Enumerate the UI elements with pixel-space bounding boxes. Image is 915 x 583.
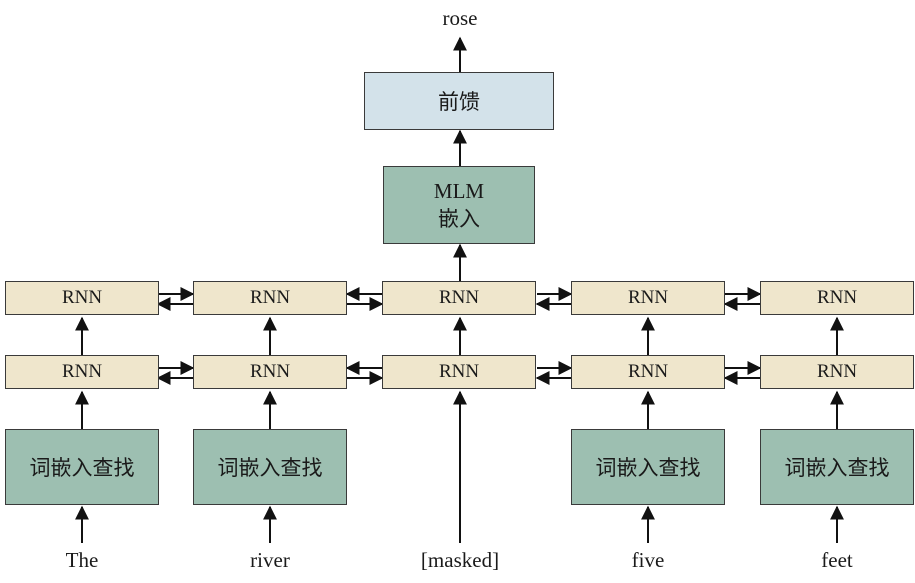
rnn-label: RNN [816,361,858,382]
rnn-label: RNN [249,287,291,308]
rnn-label: RNN [61,287,103,308]
rnn-bottom-3: RNN [382,355,536,389]
rnn-label: RNN [627,287,669,308]
mlm-label-line2: 嵌入 [438,207,480,231]
mlm-label-line1: MLM [433,179,485,203]
input-word-2: river [250,548,290,572]
rnn-label: RNN [438,287,480,308]
input-word-4: five [631,548,665,572]
lookup-2: 词嵌入查找 [193,429,347,505]
rnn-top-3: RNN [382,281,536,315]
rnn-top-2: RNN [193,281,347,315]
rnn-label: RNN [249,361,291,382]
lookup-1: 词嵌入查找 [5,429,159,505]
rnn-label: RNN [61,361,103,382]
mlm-embedding-block: MLM 嵌入 [383,166,535,244]
rnn-bottom-5: RNN [760,355,914,389]
feedforward-label: 前馈 [438,90,480,114]
lookup-label: 词嵌入查找 [29,456,135,480]
lookup-label: 词嵌入查找 [217,456,323,480]
rnn-label: RNN [627,361,669,382]
rnn-bottom-2: RNN [193,355,347,389]
rnn-top-4: RNN [571,281,725,315]
lookup-label: 词嵌入查找 [595,456,701,480]
lookup-4: 词嵌入查找 [571,429,725,505]
feedforward-block: 前馈 [364,72,554,130]
input-word-1: The [65,548,99,572]
rnn-bottom-1: RNN [5,355,159,389]
rnn-top-1: RNN [5,281,159,315]
input-word-5: feet [821,548,853,572]
rnn-bottom-4: RNN [571,355,725,389]
rnn-label: RNN [816,287,858,308]
output-word: rose [442,6,478,30]
rnn-top-5: RNN [760,281,914,315]
input-word-3: [masked] [420,548,500,572]
rnn-label: RNN [438,361,480,382]
lookup-5: 词嵌入查找 [760,429,914,505]
lookup-label: 词嵌入查找 [784,456,890,480]
